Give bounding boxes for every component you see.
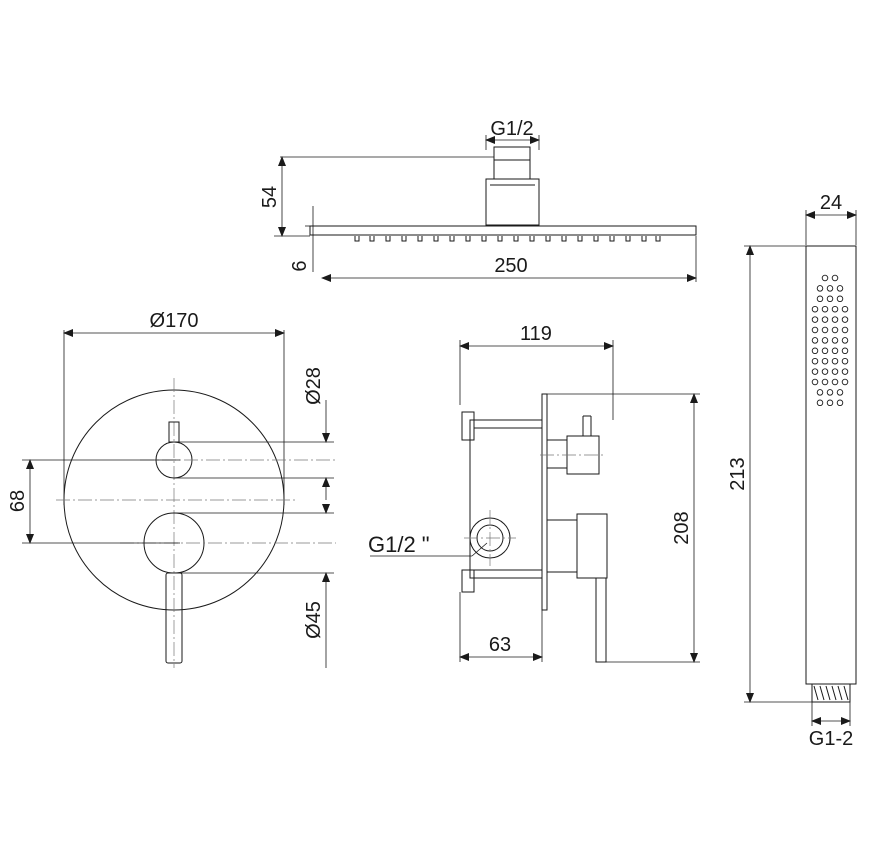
spray-hole (831, 274, 839, 282)
cover-plate-handle-top-label: Ø28 (303, 367, 325, 405)
spray-hole (816, 285, 824, 292)
spray-hole (831, 337, 839, 344)
spray-hole (826, 399, 834, 407)
spray-hole (841, 337, 849, 344)
spray-hole (841, 347, 849, 355)
mixer-body-base-label: 63 (489, 634, 511, 656)
spray-hole (821, 357, 829, 365)
shower-head-drawing: G1/2 54 6 250 (259, 118, 697, 282)
spray-hole (821, 316, 829, 323)
spray-hole (831, 326, 839, 334)
hand-shower-thread-label: G1-2 (809, 728, 853, 750)
mixer-inlet-label: G1/2 " (368, 532, 430, 557)
spray-hole (821, 337, 829, 344)
spray-hole (841, 316, 849, 323)
cover-plate-handle-bottom-label: Ø45 (303, 601, 325, 639)
hand-shower-spray-holes (811, 274, 849, 407)
spray-hole (816, 399, 824, 407)
spray-hole (821, 326, 829, 334)
shower-head-width-label: 250 (494, 255, 527, 277)
spray-hole (841, 326, 849, 334)
spray-hole (811, 326, 819, 334)
mixer-body-height-label: 208 (671, 511, 693, 544)
spray-hole (811, 316, 819, 323)
spray-hole (821, 347, 829, 355)
spray-hole (811, 368, 819, 375)
spray-hole (836, 389, 844, 396)
spray-hole (831, 357, 839, 365)
spray-hole (831, 305, 839, 313)
spray-hole (811, 337, 819, 344)
spray-hole (841, 378, 849, 386)
spray-hole (811, 347, 819, 355)
spray-hole (826, 389, 834, 396)
spray-hole (836, 285, 844, 292)
spray-hole (836, 399, 844, 407)
spray-hole (841, 368, 849, 375)
spray-hole (821, 378, 829, 386)
spray-hole (811, 357, 819, 365)
hand-shower-width-label: 24 (820, 192, 842, 214)
shower-head-nozzles (354, 236, 661, 242)
cover-plate-drawing: Ø170 Ø28 Ø45 68 (7, 310, 336, 668)
shower-head-thread-label: G1/2 (490, 118, 533, 140)
hand-shower-length-label: 213 (727, 457, 749, 490)
spray-hole (816, 295, 824, 303)
cover-plate-diameter-label: Ø170 (150, 310, 199, 332)
spray-hole (811, 378, 819, 386)
mixer-body-depth-label: 119 (520, 323, 552, 345)
spray-hole (831, 368, 839, 375)
spray-hole (816, 389, 824, 396)
spray-hole (811, 305, 819, 313)
spray-hole (831, 347, 839, 355)
spray-hole (826, 295, 834, 303)
spray-hole (821, 274, 829, 282)
spray-hole (841, 357, 849, 365)
spray-hole (821, 368, 829, 375)
spray-hole (826, 285, 834, 292)
spray-hole (831, 316, 839, 323)
hand-shower-drawing: 24 G1-2 213 (727, 192, 857, 750)
spray-hole (821, 305, 829, 313)
spray-hole (841, 305, 849, 313)
shower-head-thickness-label: 6 (289, 260, 311, 271)
spray-hole (836, 295, 844, 303)
mixer-body-drawing: 119 G1/2 " 208 (368, 323, 700, 663)
cover-plate-spacing-label: 68 (7, 490, 29, 512)
spray-hole (831, 378, 839, 386)
shower-head-height-label: 54 (259, 186, 281, 208)
